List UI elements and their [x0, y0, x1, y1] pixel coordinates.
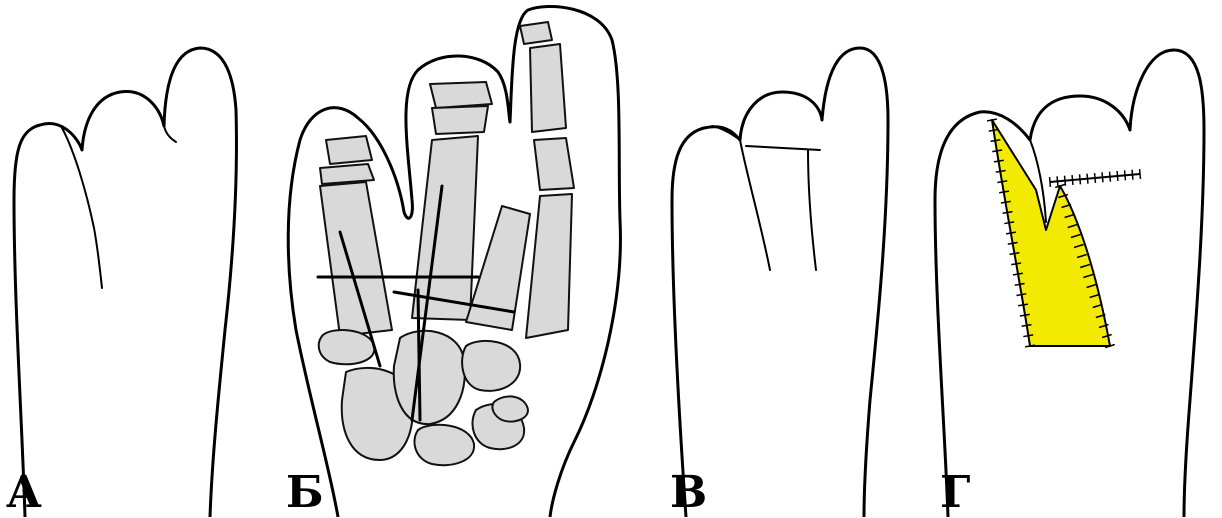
bone [492, 396, 528, 421]
suture-tick [1102, 172, 1103, 182]
bone [414, 425, 474, 465]
panel-b-label: Б [286, 471, 324, 515]
panel-d-label: Г [940, 471, 970, 515]
panel-c-amputation-line [746, 146, 820, 150]
suture-tick [1140, 169, 1141, 179]
panel-c-drawing [672, 48, 888, 517]
bone [320, 182, 392, 336]
bone [462, 341, 520, 391]
suture-tick [1110, 172, 1111, 182]
bone [394, 331, 465, 424]
suture-tick [1125, 170, 1126, 180]
bone [319, 330, 375, 364]
panel-a-hand-outline [14, 48, 237, 517]
bone [412, 136, 478, 320]
bone [326, 136, 372, 164]
panel-a-finger-crease-1 [62, 128, 102, 288]
panel-c-label: В [670, 471, 707, 515]
panel-c-hand-outline [672, 48, 888, 517]
suture-tick [1072, 175, 1073, 185]
suture-tick [1080, 174, 1081, 184]
suture-tick [1087, 174, 1088, 184]
bone [520, 22, 552, 44]
panel-a-finger-crease-2 [164, 126, 176, 142]
panel-c-finger-crease-2 [808, 150, 816, 270]
suture-tick [1065, 176, 1066, 186]
panel-c-finger-crease-1 [740, 140, 770, 270]
bone [526, 194, 572, 338]
panel-b-bones [319, 22, 574, 465]
wire [418, 290, 420, 420]
bone [466, 206, 530, 330]
suture-tick [987, 119, 997, 121]
bone [534, 138, 574, 190]
suture-tick [1050, 177, 1051, 187]
panel-d-drawing [935, 50, 1204, 517]
panel-a-drawing [14, 48, 237, 517]
bone [432, 106, 488, 134]
bone [430, 82, 492, 108]
suture-tick [1117, 171, 1118, 181]
panel-b-drawing [288, 6, 620, 517]
suture-tick [1057, 176, 1058, 186]
suture-tick [1132, 170, 1133, 180]
bone [320, 164, 374, 184]
panel-a-label: А [6, 471, 42, 515]
bone [530, 44, 566, 132]
suture-tick [1095, 173, 1096, 183]
